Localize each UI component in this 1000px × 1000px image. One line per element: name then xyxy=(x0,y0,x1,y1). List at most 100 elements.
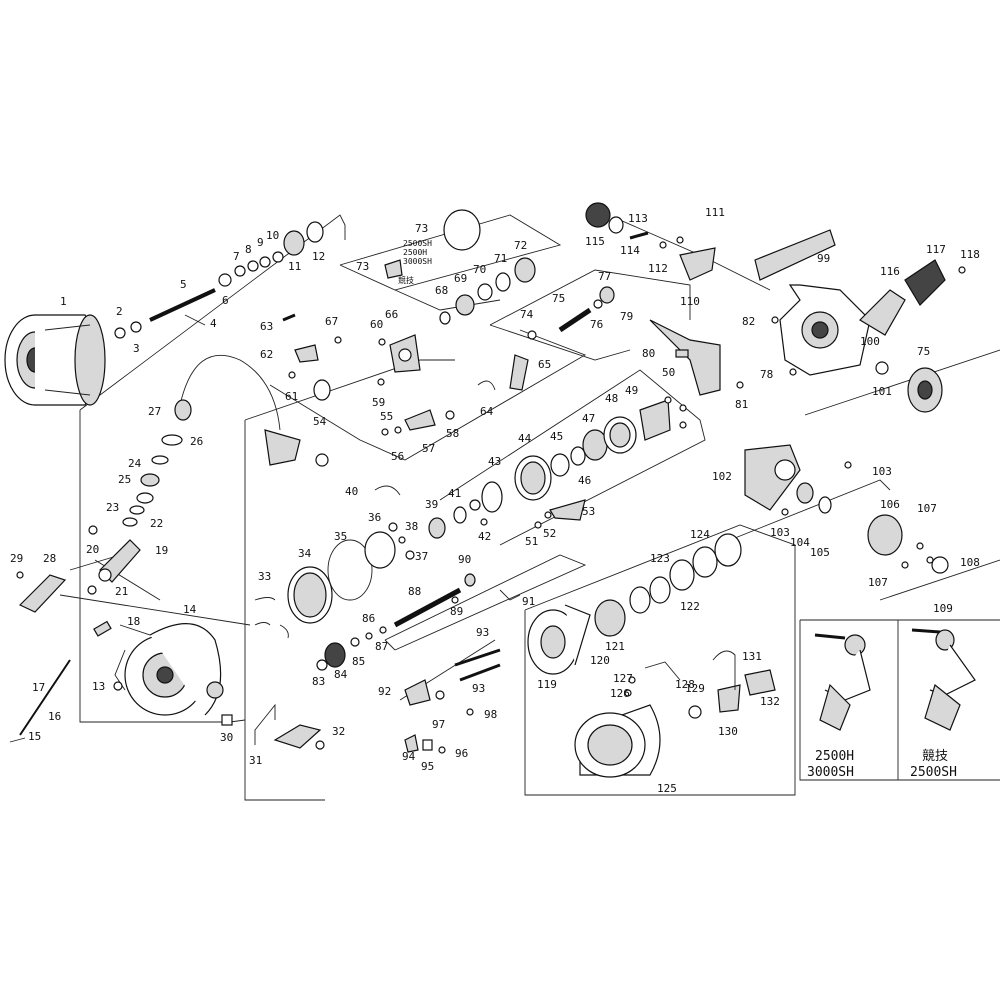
part-label-64: 64 xyxy=(480,405,494,418)
part-label-73b: 73 xyxy=(356,260,369,273)
part-label-25: 25 xyxy=(118,473,131,486)
part-label-3: 3 xyxy=(133,342,140,355)
caption-handle-b-line1: 競技 xyxy=(922,749,948,764)
part-label-52: 52 xyxy=(543,527,556,540)
part-label-58: 58 xyxy=(446,427,459,440)
caption-handle-b-line2: 2500SH xyxy=(910,765,957,780)
part-label-120: 120 xyxy=(590,654,610,667)
part-label-74: 74 xyxy=(520,308,534,321)
part-label-116: 116 xyxy=(880,265,900,278)
part-drawings xyxy=(4,202,976,778)
part-label-34: 34 xyxy=(298,547,312,560)
part-label-24: 24 xyxy=(128,457,142,470)
part-label-41: 41 xyxy=(448,487,461,500)
part-label-18: 18 xyxy=(127,615,140,628)
part-label-38: 38 xyxy=(405,520,418,533)
part-label-39: 39 xyxy=(425,498,438,511)
part-label-117: 117 xyxy=(926,243,946,256)
part-label-105: 105 xyxy=(810,546,830,559)
part-label-73: 73 xyxy=(415,222,428,235)
handle-variant-b xyxy=(911,628,976,731)
part-label-127: 127 xyxy=(613,672,633,685)
part-label-101: 101 xyxy=(872,385,892,398)
caption-handle-a-line2: 3000SH xyxy=(807,765,854,780)
part-label-23: 23 xyxy=(106,501,119,514)
part-label-121: 121 xyxy=(605,640,625,653)
part-label-107: 107 xyxy=(917,502,937,515)
part-label-48: 48 xyxy=(605,392,618,405)
part-label-128: 128 xyxy=(675,678,695,691)
part-label-118: 118 xyxy=(960,248,980,261)
part-label-96: 96 xyxy=(455,747,468,760)
handle-captions: 2500H 3000SH 競技 2500SH xyxy=(807,749,957,780)
part-label-109: 109 xyxy=(933,602,953,615)
part-label-110: 110 xyxy=(680,295,700,308)
part-label-86: 86 xyxy=(362,612,375,625)
part-label-131: 131 xyxy=(742,650,762,663)
part-label-49: 49 xyxy=(625,384,638,397)
part-label-122: 122 xyxy=(680,600,700,613)
part-label-75: 75 xyxy=(552,292,565,305)
part-label-42: 42 xyxy=(478,530,491,543)
part-label-94: 94 xyxy=(402,750,416,763)
part-label-36: 36 xyxy=(368,511,381,524)
part-label-113: 113 xyxy=(628,212,648,225)
part-label-47: 47 xyxy=(582,412,595,425)
part-label-107b: 107 xyxy=(868,576,888,589)
part-label-9: 9 xyxy=(257,236,264,249)
part-label-51: 51 xyxy=(525,535,538,548)
part-label-83: 83 xyxy=(312,675,325,688)
part-label-91: 91 xyxy=(522,595,535,608)
part-label-53: 53 xyxy=(582,505,595,518)
part-label-2: 2 xyxy=(116,305,123,318)
spool-main xyxy=(4,314,106,406)
part-label-100: 100 xyxy=(860,335,880,348)
part-label-77: 77 xyxy=(598,270,611,283)
part-label-22: 22 xyxy=(150,517,163,530)
frame-lines xyxy=(59,214,1000,801)
part-label-68: 68 xyxy=(435,284,448,297)
part-label-114: 114 xyxy=(620,244,640,257)
part-label-11: 11 xyxy=(288,260,301,273)
part-label-92: 92 xyxy=(378,685,391,698)
part-label-33: 33 xyxy=(258,570,271,583)
part-label-30: 30 xyxy=(220,731,233,744)
part-label-43: 43 xyxy=(488,455,501,468)
part-label-132: 132 xyxy=(760,695,780,708)
part-label-65: 65 xyxy=(538,358,551,371)
model-note-2500h: 2500H xyxy=(403,248,427,257)
part-label-89: 89 xyxy=(450,605,463,618)
part-label-76: 76 xyxy=(590,318,603,331)
part-label-84: 84 xyxy=(334,668,348,681)
part-label-56: 56 xyxy=(391,450,404,463)
part-label-21: 21 xyxy=(115,585,128,598)
part-label-35: 35 xyxy=(334,530,347,543)
part-label-16: 16 xyxy=(48,710,61,723)
part-label-71: 71 xyxy=(494,252,507,265)
part-label-29: 29 xyxy=(10,552,23,565)
part-label-1: 1 xyxy=(60,295,67,308)
part-label-69: 69 xyxy=(454,272,467,285)
part-label-10: 10 xyxy=(266,229,279,242)
handle-variant-a xyxy=(814,633,871,731)
part-label-75b: 75 xyxy=(917,345,930,358)
part-label-55: 55 xyxy=(380,410,393,423)
part-label-119: 119 xyxy=(537,678,557,691)
model-notes: 2500SH 2500H 3000SH 競技 xyxy=(398,239,432,285)
part-label-103: 103 xyxy=(872,465,892,478)
part-label-95: 95 xyxy=(421,760,434,773)
part-label-130: 130 xyxy=(718,725,738,738)
part-label-15: 15 xyxy=(28,730,41,743)
part-label-61: 61 xyxy=(285,390,298,403)
part-label-12: 12 xyxy=(312,250,325,263)
part-labels: 1 2 3 4 5 6 7 8 9 10 11 12 13 14 15 16 1… xyxy=(10,206,980,795)
part-label-20: 20 xyxy=(86,543,99,556)
part-label-72: 72 xyxy=(514,239,527,252)
part-label-104: 104 xyxy=(790,536,810,549)
part-label-124: 124 xyxy=(690,528,710,541)
part-label-50: 50 xyxy=(662,366,675,379)
part-label-26: 26 xyxy=(190,435,203,448)
part-label-87: 87 xyxy=(375,640,388,653)
part-label-63: 63 xyxy=(260,320,273,333)
